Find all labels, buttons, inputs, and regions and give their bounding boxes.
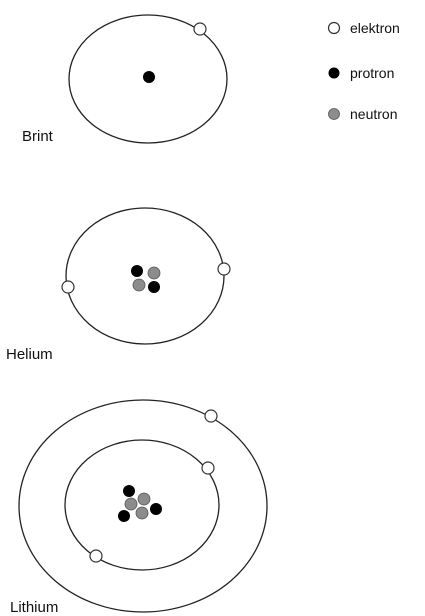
helium-neutron: [133, 279, 145, 291]
legend-proton-label: protron: [350, 65, 394, 81]
hydrogen-atom: [69, 15, 227, 143]
hydrogen-proton: [143, 71, 155, 83]
helium-electron: [62, 281, 74, 293]
helium-proton: [131, 265, 143, 277]
hydrogen-label: Brint: [22, 128, 53, 145]
legend-electron-label: elektron: [350, 20, 400, 36]
lithium-electron: [205, 410, 217, 422]
lithium-atom: [19, 400, 267, 612]
hydrogen-electron: [194, 23, 206, 35]
helium-neutron: [148, 267, 160, 279]
lithium-neutron: [125, 498, 137, 510]
legend-proton-symbol: [329, 68, 340, 79]
helium-electron: [218, 263, 230, 275]
lithium-electron: [90, 550, 102, 562]
legend-electron-symbol: [329, 23, 340, 34]
helium-proton: [148, 281, 160, 293]
legend-symbols: [329, 23, 340, 120]
legend-neutron-label: neutron: [350, 106, 397, 122]
legend-neutron-symbol: [329, 109, 340, 120]
lithium-proton: [123, 485, 135, 497]
lithium-proton: [118, 510, 130, 522]
helium-atom: [62, 208, 230, 344]
helium-orbit: [66, 208, 224, 344]
helium-label: Helium: [6, 346, 53, 363]
lithium-neutron: [136, 507, 148, 519]
lithium-proton: [150, 503, 162, 515]
lithium-neutron: [138, 493, 150, 505]
lithium-outer-orbit: [19, 400, 267, 612]
lithium-label: Lithium: [10, 599, 58, 616]
lithium-electron: [202, 462, 214, 474]
